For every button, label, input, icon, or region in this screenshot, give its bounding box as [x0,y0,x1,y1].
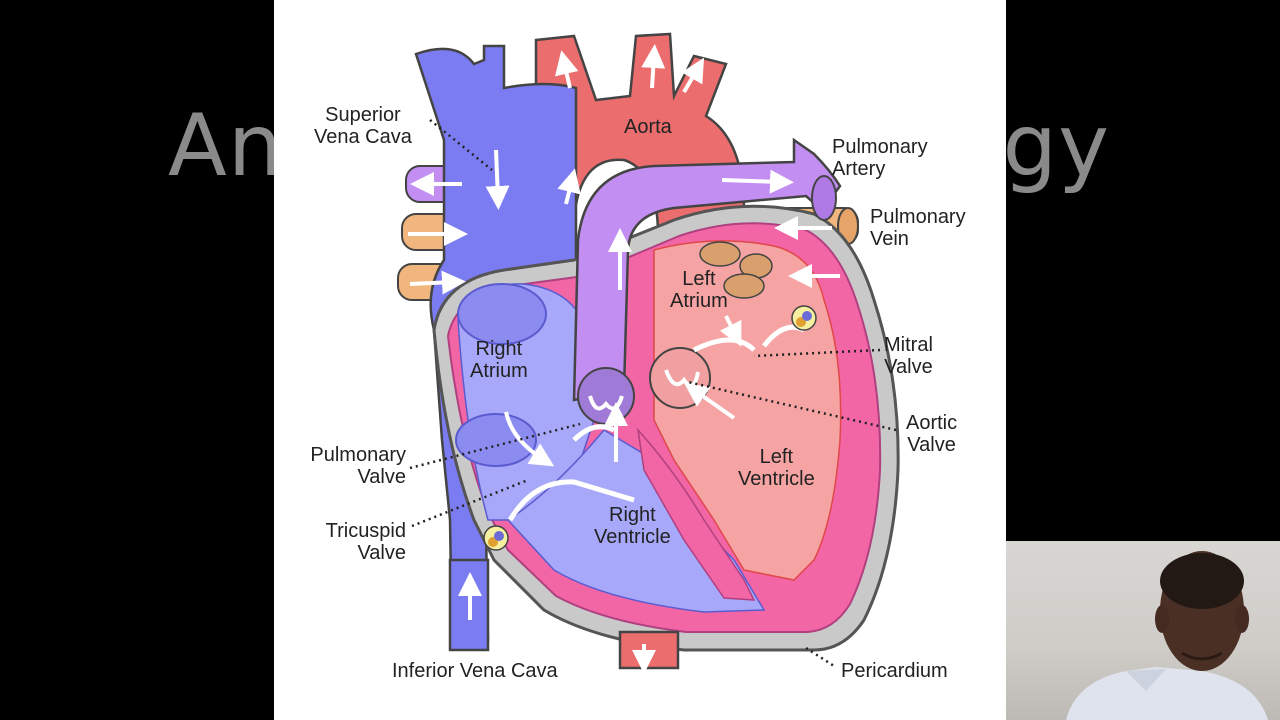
label-inferior-vena-cava: Inferior Vena Cava [392,660,558,682]
heart-diagram [397,32,900,674]
aortic-valve-shape [649,347,711,409]
flow-arrows [408,44,840,674]
label-right-atrium: Right Atrium [470,338,528,382]
label-aortic-valve: Aortic Valve [906,412,958,456]
label-pulmonary-valve: Pulmonary Valve [310,444,406,488]
septum [636,427,756,601]
descending-aorta [618,630,680,670]
av-node [483,525,509,551]
heart-diagram-panel: Superior Vena Cava Aorta Pulmonary Arter… [274,0,1006,720]
sa-node [791,305,817,331]
pulmonary-valve-shape [577,367,635,425]
label-left-ventricle: Left Ventricle [738,446,815,490]
label-pericardium: Pericardium [841,660,948,682]
presenter-silhouette [1066,551,1268,720]
label-right-ventricle: Right Ventricle [594,504,671,548]
label-mitral-valve: Mitral Valve [884,334,933,378]
label-pulmonary-artery: Pulmonary Artery [832,136,928,180]
pulmonary-artery [572,137,842,402]
label-pulmonary-vein: Pulmonary Vein [870,206,966,250]
label-superior-vena-cava: Superior Vena Cava [314,104,412,148]
label-aorta: Aorta [624,116,672,138]
label-left-atrium: Left Atrium [670,268,728,312]
tricuspid-valve-shape [507,424,635,522]
webcam-video [1006,541,1280,720]
leader-lines [409,119,897,668]
slide-title-left: An [168,96,284,196]
label-tricuspid-valve: Tricuspid Valve [325,520,406,564]
pulmonary-vein-openings [699,241,773,299]
